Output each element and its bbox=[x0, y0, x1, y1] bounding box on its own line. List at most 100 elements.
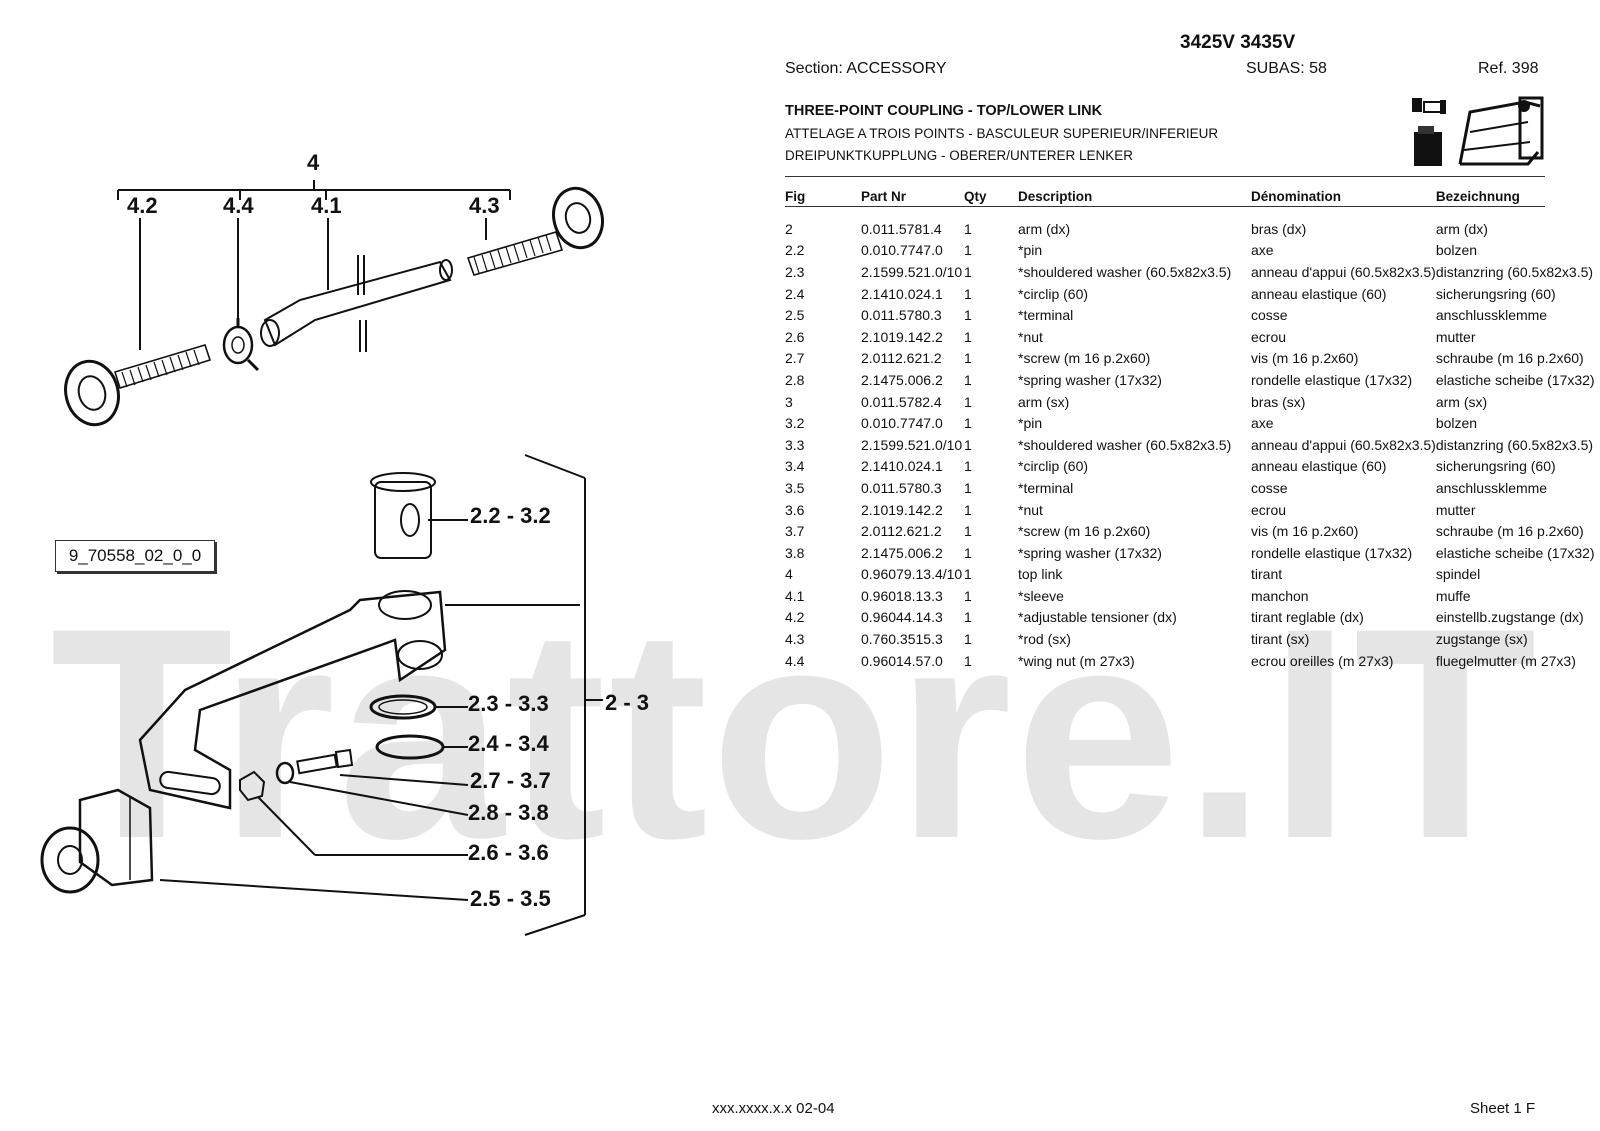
denomination-cell: ecrou bbox=[1251, 328, 1287, 345]
denomination-cell: manchon bbox=[1251, 587, 1309, 604]
qty-cell: 1 bbox=[964, 566, 972, 583]
part-nr-cell: 0.011.5780.3 bbox=[861, 307, 942, 324]
part-nr-cell: 0.010.7747.0 bbox=[861, 415, 943, 432]
qty-cell: 1 bbox=[964, 350, 972, 367]
footer-sheet: Sheet 1 F bbox=[1470, 1100, 1536, 1117]
part-nr-cell: 0.011.5780.3 bbox=[861, 479, 942, 496]
qty-cell: 1 bbox=[964, 523, 972, 540]
denomination-cell: tirant (sx) bbox=[1251, 631, 1310, 648]
denomination-cell: rondelle elastique (17x32) bbox=[1251, 371, 1413, 388]
callout-2-5: 2.5 - 3.5 bbox=[470, 886, 551, 911]
denomination-cell: bras (sx) bbox=[1251, 393, 1306, 410]
qty-cell: 1 bbox=[964, 436, 972, 453]
callout-4-1: 4.1 bbox=[311, 193, 342, 218]
denomination-cell: ecrou bbox=[1251, 501, 1287, 518]
description-cell: *sleeve bbox=[1018, 587, 1064, 604]
part-nr-cell: 2.1475.006.2 bbox=[861, 544, 943, 561]
col-description: Description bbox=[1018, 188, 1093, 204]
footer-code: xxx.xxxx.x.x 02-04 bbox=[712, 1100, 835, 1117]
part-nr-cell: 2.1019.142.2 bbox=[861, 501, 943, 518]
bezeichnung-cell: distanzring (60.5x82x3.5) bbox=[1435, 436, 1594, 453]
fig-cell: 2.3 bbox=[785, 263, 805, 280]
bezeichnung-cell: bolzen bbox=[1435, 242, 1478, 259]
callout-2-2: 2.2 - 3.2 bbox=[470, 503, 551, 528]
qty-cell: 1 bbox=[964, 263, 972, 280]
watermark: Trattore.IT bbox=[50, 565, 1539, 901]
bezeichnung-cell: elastiche scheibe (17x32) bbox=[1435, 544, 1595, 561]
part-nr-cell: 2.1410.024.1 bbox=[861, 458, 943, 475]
denomination-cell: cosse bbox=[1251, 307, 1288, 324]
column-header-rule bbox=[785, 206, 1545, 207]
bezeichnung-cell: anschlussklemme bbox=[1435, 307, 1548, 324]
bezeichnung-cell: bolzen bbox=[1435, 415, 1478, 432]
qty-cell: 1 bbox=[964, 501, 972, 518]
tractor-hitch-icon bbox=[1412, 96, 1544, 166]
denomination-cell: anneau d'appui (60.5x82x3.5) bbox=[1251, 436, 1436, 453]
denomination-cell: tirant reglable (dx) bbox=[1251, 609, 1364, 626]
callout-2-6: 2.6 - 3.6 bbox=[468, 840, 549, 865]
table-header-row: Fig Part Nr Qty Description Dénomination… bbox=[785, 184, 1596, 208]
fig-cell: 3.2 bbox=[785, 415, 805, 432]
part-nr-cell: 0.96014.57.0 bbox=[861, 652, 943, 669]
part-nr-cell: 2.0112.621.2 bbox=[861, 350, 942, 367]
bezeichnung-cell: mutter bbox=[1435, 501, 1476, 518]
part-nr-cell: 0.96018.13.3 bbox=[861, 587, 943, 604]
bezeichnung-cell: mutter bbox=[1435, 328, 1476, 345]
description-cell: arm (sx) bbox=[1018, 393, 1070, 410]
qty-cell: 1 bbox=[964, 609, 972, 626]
description-cell: *pin bbox=[1018, 415, 1043, 432]
callout-4-2: 4.2 bbox=[127, 193, 158, 218]
part-nr-cell: 2.1599.521.0/10 bbox=[861, 436, 963, 453]
callout-4-3: 4.3 bbox=[469, 193, 500, 218]
fig-cell: 2.7 bbox=[785, 350, 805, 367]
denomination-cell: vis (m 16 p.2x60) bbox=[1251, 523, 1359, 540]
denomination-cell: cosse bbox=[1251, 479, 1288, 496]
fig-cell: 2.2 bbox=[785, 242, 805, 259]
model-title: 3425V 3435V bbox=[1180, 32, 1296, 53]
callout-2-7: 2.7 - 3.7 bbox=[470, 768, 551, 793]
description-cell: *rod (sx) bbox=[1018, 631, 1071, 648]
denomination-cell: anneau d'appui (60.5x82x3.5) bbox=[1251, 263, 1436, 280]
part-nr-cell: 2.1410.024.1 bbox=[861, 285, 943, 302]
description-cell: *circlip (60) bbox=[1018, 458, 1089, 475]
description-cell: *nut bbox=[1018, 328, 1043, 345]
denomination-cell: anneau elastique (60) bbox=[1251, 458, 1387, 475]
description-cell: *circlip (60) bbox=[1018, 285, 1089, 302]
qty-cell: 1 bbox=[964, 587, 972, 604]
fig-cell: 3.8 bbox=[785, 544, 805, 561]
callout-2-4: 2.4 - 3.4 bbox=[468, 731, 549, 756]
bezeichnung-cell: sicherungsring (60) bbox=[1435, 458, 1556, 475]
part-nr-cell: 2.1475.006.2 bbox=[861, 371, 943, 388]
description-cell: *terminal bbox=[1018, 307, 1074, 324]
qty-cell: 1 bbox=[964, 307, 972, 324]
fig-cell: 2.8 bbox=[785, 371, 805, 388]
threaded-rod-left bbox=[113, 344, 212, 390]
fig-cell: 4.3 bbox=[785, 631, 805, 648]
description-cell: *nut bbox=[1018, 501, 1043, 518]
denomination-cell: vis (m 16 p.2x60) bbox=[1251, 350, 1359, 367]
bezeichnung-cell: schraube (m 16 p.2x60) bbox=[1435, 350, 1584, 367]
denomination-cell: bras (dx) bbox=[1251, 220, 1307, 237]
denomination-cell: rondelle elastique (17x32) bbox=[1251, 544, 1413, 561]
fig-cell: 3.4 bbox=[785, 458, 805, 475]
bezeichnung-cell: anschlussklemme bbox=[1435, 479, 1548, 496]
denomination-cell: anneau elastique (60) bbox=[1251, 285, 1387, 302]
fig-cell: 2.4 bbox=[785, 285, 805, 302]
parts-table: Fig Part Nr Qty Description Dénomination… bbox=[785, 184, 1596, 671]
fig-cell: 3.5 bbox=[785, 479, 805, 496]
fig-cell: 4 bbox=[785, 566, 793, 583]
part-nr-cell: 0.96044.14.3 bbox=[861, 609, 943, 626]
bezeichnung-cell: arm (dx) bbox=[1435, 220, 1488, 237]
description-cell: *shouldered washer (60.5x82x3.5) bbox=[1018, 436, 1232, 453]
fig-cell: 4.4 bbox=[785, 652, 805, 669]
